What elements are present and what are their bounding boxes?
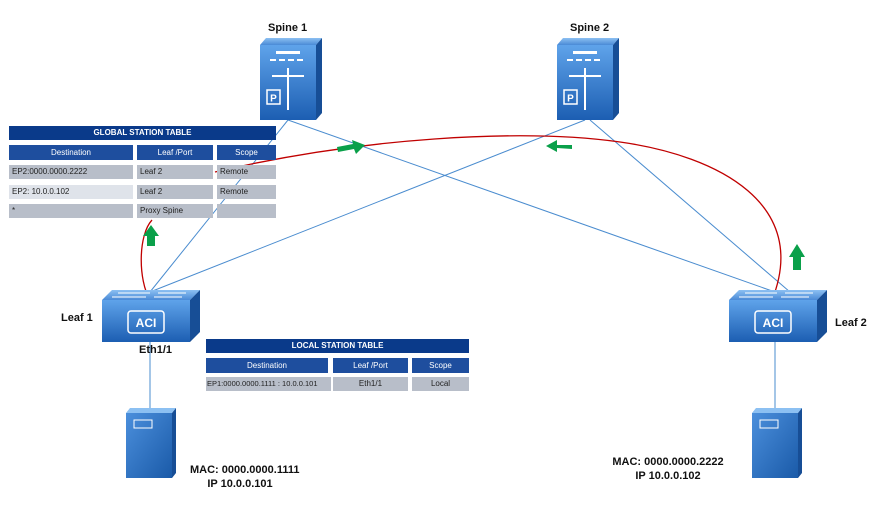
table-cell: Remote <box>217 165 276 179</box>
table-cell: EP2:0000.0000.2222 <box>9 165 133 179</box>
column-header-destination: Destination <box>206 358 328 373</box>
arrow-right-top <box>337 140 365 154</box>
table-title: GLOBAL STATION TABLE <box>9 126 276 140</box>
network-icon <box>270 51 303 61</box>
host-2-address: MAC: 0000.0000.2222 IP 10.0.0.102 <box>612 455 724 483</box>
leaf-1-label: Leaf 1 <box>61 312 93 324</box>
drive-bay-icon <box>759 419 779 429</box>
spine-1-badge-letter: P <box>270 94 277 105</box>
port-lines-icon <box>112 292 186 298</box>
table-cell: Eth1/1 <box>333 377 408 391</box>
column-header-leaf-port: Leaf /Port <box>333 358 408 373</box>
table-cell: Local <box>412 377 469 391</box>
port-lines-icon <box>739 292 813 298</box>
column-header-scope: Scope <box>412 358 469 373</box>
host-1-mac: MAC: 0000.0000.1111 <box>190 464 300 476</box>
table-cell: Remote <box>217 185 276 199</box>
host-1-server[interactable] <box>126 408 176 478</box>
table-cell <box>217 204 276 218</box>
spine-2-device[interactable]: P <box>557 38 619 120</box>
arrow-up-leaf2 <box>789 244 805 270</box>
network-icon <box>567 51 600 61</box>
host-1-ip: IP 10.0.0.101 <box>207 478 273 490</box>
table-cell: EP1:0000.0000.1111 : 10.0.0.101 <box>206 377 331 391</box>
p-badge <box>563 89 578 105</box>
arrow-left-top <box>546 140 572 152</box>
table-title: LOCAL STATION TABLE <box>206 339 469 353</box>
leaf-1-port-label: Eth1/1 <box>139 344 173 356</box>
direction-arrows <box>143 140 805 270</box>
host-2-mac: MAC: 0000.0000.2222 <box>612 456 724 468</box>
leaf-2-device[interactable]: ACI <box>729 290 827 342</box>
aci-badge-frame <box>754 310 792 334</box>
table-cell: EP2: 10.0.0.102 <box>9 185 133 199</box>
leaf-2-label: Leaf 2 <box>835 317 867 329</box>
spine-2-label: Spine 2 <box>570 22 610 34</box>
link-spine1-leaf2 <box>287 119 776 293</box>
arrow-up-leaf1 <box>143 225 159 246</box>
table-cell: Leaf 2 <box>137 185 213 199</box>
host-1-address: MAC: 0000.0000.1111 IP 10.0.0.101 <box>190 463 300 491</box>
host-2-ip: IP 10.0.0.102 <box>635 470 701 482</box>
p-badge <box>266 89 281 105</box>
leaf-2-badge: ACI <box>763 316 784 330</box>
column-header-destination: Destination <box>9 145 133 160</box>
spine-1-device[interactable]: P <box>260 38 322 120</box>
leaf-1-device[interactable]: ACI <box>102 290 200 342</box>
link-spine2-leaf1 <box>149 119 586 293</box>
link-spine2-leaf2 <box>589 119 791 293</box>
table-cell: Leaf 2 <box>137 165 213 179</box>
host-2-server[interactable] <box>752 408 802 478</box>
route-arrows-icon <box>569 68 601 110</box>
table-cell: * <box>9 204 133 218</box>
spine-2-badge-letter: P <box>567 94 574 105</box>
spine-1-label: Spine 1 <box>268 22 308 34</box>
leaf-1-badge: ACI <box>136 316 157 330</box>
route-arrows-icon <box>272 68 304 110</box>
aci-badge-frame <box>127 310 165 334</box>
column-header-scope: Scope <box>217 145 276 160</box>
column-header-leaf-port: Leaf /Port <box>137 145 213 160</box>
fabric-links <box>149 119 791 408</box>
table-cell: Proxy Spine <box>137 204 213 218</box>
drive-bay-icon <box>133 419 153 429</box>
